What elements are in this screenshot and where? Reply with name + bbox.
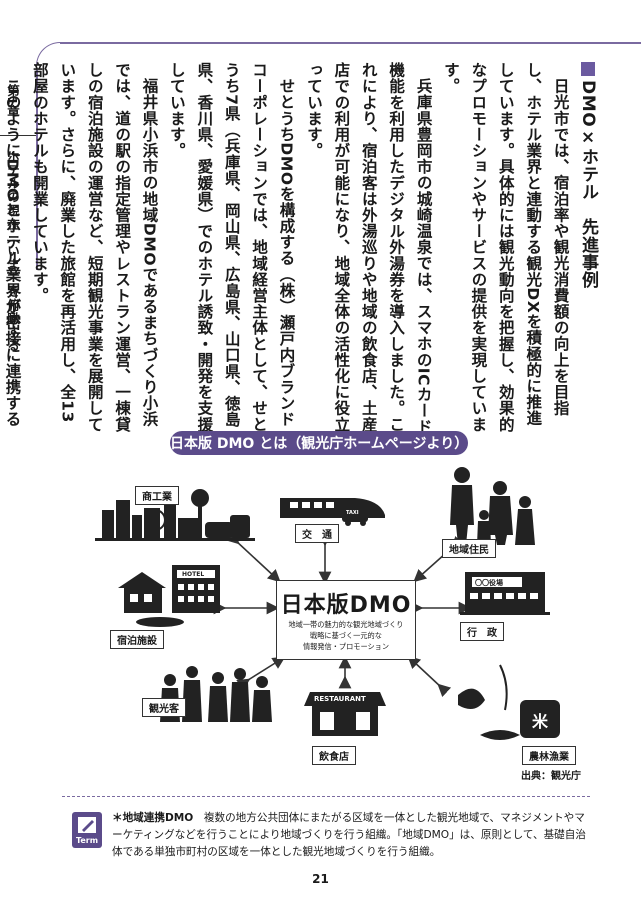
hotel-icon — [118, 565, 220, 627]
figure-title: 日本版 DMO とは（観光庁ホームページより） — [170, 431, 468, 455]
term-icon: Term — [72, 812, 102, 848]
dmo-center-box: 日本版DMO 地域一帯の魅力的な観光地域づくり 戦略に基づく一元的な 情報発信・… — [276, 580, 416, 660]
tourists-icon — [160, 666, 272, 722]
hotel-sign: HOTEL — [182, 571, 205, 578]
term-divider — [62, 796, 590, 797]
frame-left-line — [36, 70, 38, 270]
term-name: ＊地域連携DMO — [112, 812, 194, 824]
label-commerce: 商工業 — [135, 486, 179, 505]
taxi-sign: TAXI — [346, 510, 359, 516]
dmo-center-description: 地域一帯の魅力的な観光地域づくり 戦略に基づく一元的な 情報発信・プロモーション — [277, 619, 415, 652]
label-agriculture: 農林漁業 — [522, 746, 576, 765]
office-sign: 〇〇役場 — [475, 579, 503, 587]
paragraph-3: せとうちDMOを構成する（株）瀬戸内ブランドコーポレーションでは、地域経営主体と… — [167, 62, 296, 433]
label-tourists: 観光客 — [142, 698, 186, 717]
page-number: 21 — [312, 872, 329, 886]
government-icon — [460, 572, 550, 615]
restaurant-sign: RESTAURANT — [314, 695, 366, 703]
chapter-divider — [0, 135, 36, 136]
dmo-diagram: 商工業 交 通 地域住民 宿泊施設 行 政 観光客 飲食店 農林漁業 HOTEL… — [80, 460, 590, 785]
chapter-label: 第1章 — [5, 84, 20, 118]
connection-arrows — [213, 530, 472, 698]
label-lodging: 宿泊施設 — [110, 630, 164, 649]
residents-icon — [450, 467, 535, 545]
label-government: 行 政 — [460, 622, 504, 641]
dmo-center-title: 日本版DMO — [280, 593, 412, 618]
paragraph-4: 福井県小浜市の地域DMOであるまちづくり小浜では、道の駅の指定管理やレストラン運… — [30, 62, 159, 433]
heading-square-icon — [581, 62, 595, 76]
rice-mark: 米 — [532, 712, 549, 731]
transport-icon — [280, 498, 385, 526]
article-heading: DMO×ホテル 先進事例 — [574, 62, 601, 434]
term-definition: ＊地域連携DMO 複数の地方公共団体にまたがる区域を一体とした観光地域で、マネジ… — [112, 810, 590, 861]
dmo-line-1: 地域一帯の魅力的な観光地域づくり — [288, 620, 404, 629]
article-body: DMO×ホテル 先進事例 日光市では、宿泊率や観光消費額の向上を目指し、ホテル業… — [0, 62, 601, 434]
term-icon-label: Term — [75, 836, 99, 845]
restaurant-icon — [304, 692, 386, 736]
paragraph-5: このようにDMOとホテル業界が密接に連携することで、観光地全体の魅力が向上し、宿… — [3, 77, 22, 427]
label-transport: 交 通 — [295, 524, 339, 543]
term-body: 複数の地方公共団体にまたがる区域を一体とした観光地域で、マネジメントやマーケティ… — [112, 812, 586, 858]
commerce-icon — [95, 489, 255, 541]
frame-top-line — [60, 42, 641, 44]
dmo-line-2: 戦略に基づく一元的な — [310, 631, 382, 640]
figure-source: 出典：観光庁 — [521, 771, 581, 782]
label-restaurant: 飲食店 — [312, 746, 356, 765]
dmo-line-3: 情報発信・プロモーション — [302, 642, 390, 651]
label-residents: 地域住民 — [442, 539, 496, 558]
chapter-title: ホテルの現在（いま）を俯瞰する — [5, 150, 20, 353]
paragraph-1: 日光市では、宿泊率や観光消費額の向上を目指し、ホテル業界と連動する観光DXを積極… — [441, 62, 570, 433]
diagram-illustrations — [95, 467, 560, 740]
agriculture-icon — [458, 664, 560, 740]
paragraph-2: 兵庫県豊岡市の城崎温泉では、スマホのICカード機能を利用したデジタル外湯券を導入… — [304, 62, 433, 434]
